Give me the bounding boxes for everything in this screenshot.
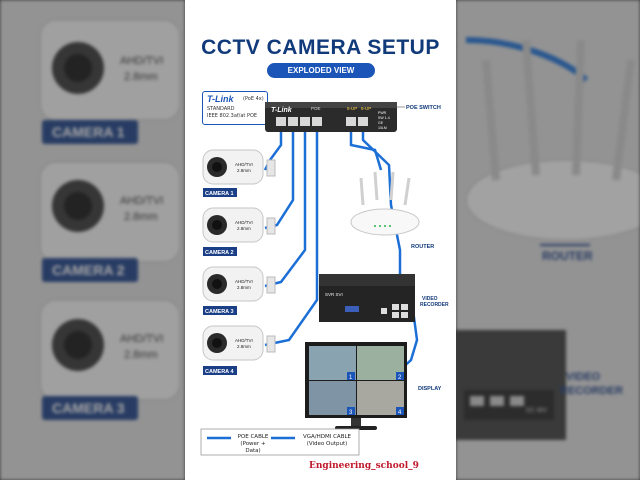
bg-cam3-model: AHD/TVI	[120, 333, 163, 345]
switch-port-1	[276, 117, 286, 126]
bg-dc-label: DC 48V	[526, 408, 547, 414]
recorder-front-text: SVR SVI	[325, 292, 343, 297]
bg-cam1-model: AHD/TVI	[120, 55, 163, 67]
video-recorder: SVR SVI VIDEO RECORDER	[319, 274, 449, 322]
bg-recorder-line1: VIDEO	[566, 371, 601, 383]
cam1-lens: 2.8mm	[237, 168, 251, 173]
camera-1: AHD/TVI 2.8mm CAMERA 1	[202, 149, 276, 197]
bg-cam1-label: CAMERA 1	[52, 124, 125, 140]
switch-led-10lm: 10LM	[378, 126, 387, 130]
recorder-label-line1: VIDEO	[422, 296, 438, 302]
cam3-lens: 2.8mm	[237, 285, 251, 290]
display-label: DISPLAY	[418, 386, 442, 392]
cam4-lens: 2.8mm	[237, 344, 251, 349]
cam3-model: AHD/TVI	[235, 279, 253, 284]
cable-cam4	[264, 128, 319, 347]
bg-camera-2: AHD/TVI 2.8mm CAMERA 2	[39, 161, 181, 282]
info-standard-line1: STANDARD	[207, 106, 235, 112]
switch-ports	[276, 117, 368, 126]
switch-port-2	[288, 117, 298, 126]
diagram-card: CCTV CAMERA SETUP EXPLODED VIEW T-Link (…	[185, 0, 456, 480]
cam2-lens: 2.8mm	[237, 226, 251, 231]
diagram-svg: T-Link POE 5-UP 6-UP PWR SW 1-4 GE 10LM …	[200, 102, 449, 456]
legend-poe-line1: POE CABLE	[237, 434, 269, 440]
bg-cam3-label: CAMERA 3	[52, 400, 125, 416]
legend-vga: VGA/HDMI CABLE (Video Output)	[296, 434, 358, 448]
background-left: AHD/TVI 2.8mm CAMERA 1 AHD/TVI 2.8mm CAM…	[0, 0, 185, 480]
bg-cam3-lens: 2.8mm	[124, 349, 158, 361]
info-model: (PoE 4x)	[243, 96, 264, 102]
switch-led-sw: SW 1-4	[378, 116, 390, 120]
cam3-label: CAMERA 3	[205, 309, 234, 315]
background-right-art: ROUTER VIDEO RECORDER DC 48V	[456, 37, 640, 440]
legend	[200, 428, 360, 456]
cable-cam3	[264, 128, 307, 288]
switch-port-6	[358, 117, 368, 126]
cam2-model: AHD/TVI	[235, 220, 253, 225]
switch-uplink1-label: 5-UP	[347, 106, 357, 111]
cam2-label: CAMERA 2	[205, 250, 234, 256]
bg-cam2-lens: 2.8mm	[124, 211, 158, 223]
camera-4: AHD/TVI 2.8mm CAMERA 4	[202, 325, 276, 375]
switch-poe-group-label: POE	[311, 106, 321, 111]
display-panel-2: 2	[398, 375, 402, 381]
legend-vga-line2: (Video Output)	[306, 441, 348, 447]
switch-led-ge: GE	[378, 121, 384, 125]
switch-port-5	[346, 117, 356, 126]
poe-cables	[263, 128, 419, 371]
cam1-model: AHD/TVI	[235, 162, 253, 167]
background-left-art: AHD/TVI 2.8mm CAMERA 1 AHD/TVI 2.8mm CAM…	[39, 19, 181, 420]
switch-port-3	[300, 117, 310, 126]
switch-brand: T-Link	[271, 107, 293, 114]
legend-poe-line2: (Power + Data)	[240, 441, 266, 454]
display-panel-1: 1	[349, 375, 353, 381]
camera-2: AHD/TVI 2.8mm CAMERA 2	[202, 207, 276, 256]
poe-switch: T-Link POE 5-UP 6-UP PWR SW 1-4 GE 10LM …	[265, 102, 441, 132]
switch-uplink2-label: 6-UP	[361, 106, 371, 111]
cam1-label: CAMERA 1	[205, 191, 234, 197]
display-panel-3: 3	[349, 410, 353, 416]
bg-cam2-model: AHD/TVI	[120, 195, 163, 207]
display-panel-4: 4	[398, 410, 402, 416]
bg-cam2-label: CAMERA 2	[52, 262, 125, 278]
cable-cam2	[264, 128, 295, 230]
legend-vga-line1: VGA/HDMI CABLE	[302, 434, 352, 440]
switch-info-box: T-Link (PoE 4x) STANDARD IEEE 802.3af/at…	[202, 91, 268, 125]
cable-router	[349, 128, 383, 171]
switch-led-pwr: PWR	[378, 111, 387, 115]
camera-3: AHD/TVI 2.8mm CAMERA 3	[202, 266, 276, 315]
info-standard-line2: IEEE 802.3af/at POE	[207, 113, 258, 119]
legend-poe: POE CABLE (Power + Data)	[233, 434, 273, 455]
cam4-model: AHD/TVI	[235, 338, 253, 343]
info-brand: T-Link	[207, 94, 234, 104]
page-title: CCTV CAMERA SETUP	[201, 36, 440, 59]
switch-label: POE SWITCH	[406, 105, 441, 111]
bg-cam1-lens: 2.8mm	[124, 71, 158, 83]
bg-camera-3: AHD/TVI 2.8mm CAMERA 3	[39, 299, 181, 420]
recorder-label-line2: RECORDER	[420, 302, 449, 308]
router: ROUTER	[350, 171, 434, 250]
watermark: Engineering_school_9	[309, 461, 419, 471]
router-label: ROUTER	[411, 244, 434, 250]
display-monitor: 1 2 3 4 DISPLAY	[305, 342, 442, 430]
switch-port-4	[312, 117, 322, 126]
bg-camera-1: AHD/TVI 2.8mm CAMERA 1	[39, 19, 181, 144]
subtitle-badge: EXPLODED VIEW	[267, 63, 375, 78]
background-right: ROUTER VIDEO RECORDER DC 48V	[456, 0, 640, 480]
bg-recorder-line2: RECORDER	[560, 385, 623, 397]
cam4-label: CAMERA 4	[205, 369, 234, 375]
bg-router-label: ROUTER	[542, 249, 593, 263]
info-standard: STANDARD IEEE 802.3af/at POE	[207, 106, 269, 120]
